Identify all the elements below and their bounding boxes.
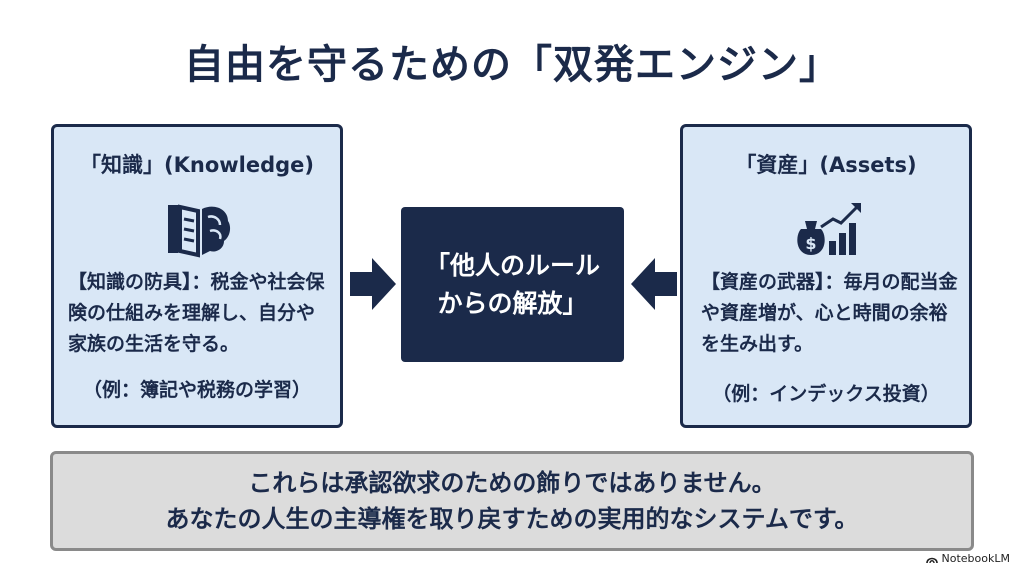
knowledge-body: 【知識の防具】：税金や社会保険の仕組みを理解し、自分や家族の生活を守る。 xyxy=(68,271,325,355)
summary-box: これらは承認欲求のための飾りではありません。 あなたの人生の主導権を取り戻すため… xyxy=(50,451,974,551)
knowledge-example: （例：簿記や税務の学習） xyxy=(82,379,311,401)
summary-line-1: これらは承認欲求のための飾りではありません。 xyxy=(248,469,776,497)
money-bag-growth-icon: $ xyxy=(797,203,861,255)
knowledge-heading: 「知識」(Knowledge) xyxy=(80,153,314,177)
brand-name: NotebookLM xyxy=(941,552,1010,565)
assets-card: 「資産」(Assets) $ 【資産の武器】：毎月の配当金や資産増が、心と時間の… xyxy=(680,124,972,428)
page-title: 自由を守るための「双発エンジン」 xyxy=(184,42,840,88)
brand-footer: NotebookLM xyxy=(925,552,1010,565)
summary-line-2: あなたの人生の主導権を取り戻すための実用的なシステムです。 xyxy=(165,505,859,533)
arrow-left-icon xyxy=(631,258,677,310)
liberation-text: 「他人のルール からの解放」 xyxy=(424,250,600,318)
notebooklm-logo-icon xyxy=(925,557,938,563)
assets-heading: 「資産」(Assets) xyxy=(735,153,917,177)
liberation-box: 「他人のルール からの解放」 xyxy=(401,207,624,362)
book-brain-icon xyxy=(168,204,231,258)
knowledge-card: 「知識」(Knowledge) 【知識の防具】：税金や社会保険の仕組みを理解し、… xyxy=(51,124,343,428)
assets-body: 【資産の武器】：毎月の配当金や資産増が、心と時間の余裕を生み出す。 xyxy=(701,271,958,355)
assets-example: （例：インデックス投資） xyxy=(712,383,940,405)
svg-text:$: $ xyxy=(805,234,816,253)
arrow-right-icon xyxy=(350,258,396,310)
